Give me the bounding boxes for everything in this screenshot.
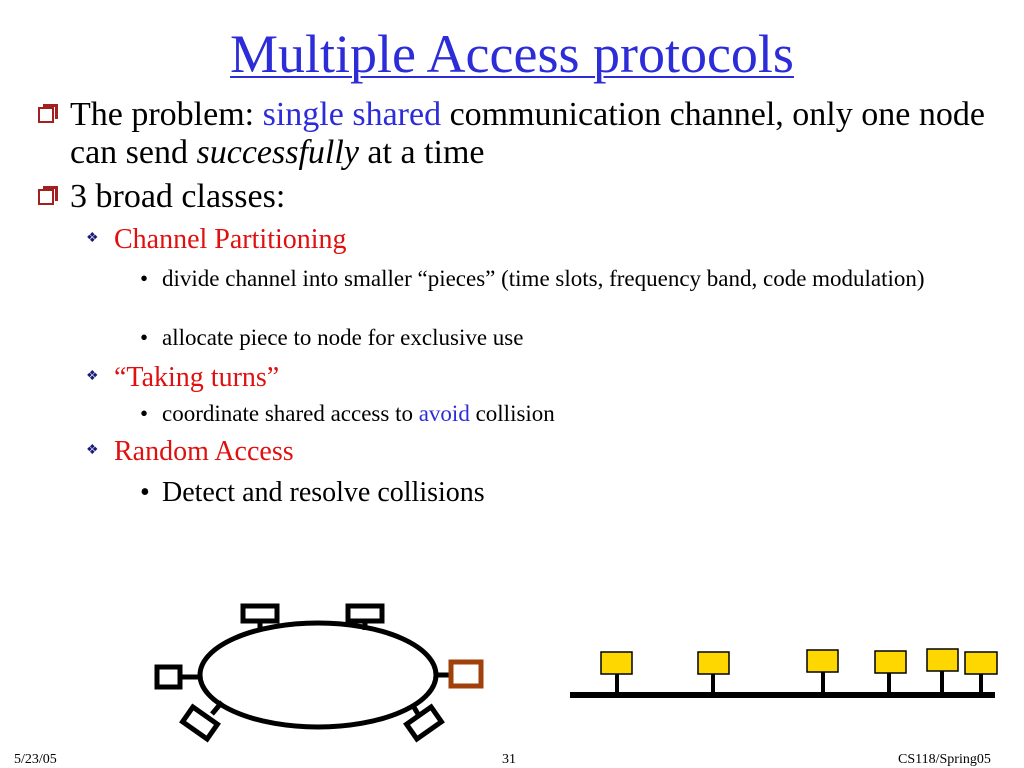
diamond-icon: ❖ [86,443,99,458]
item-suffix: collision [469,401,555,426]
class-name: Channel Partitioning [114,224,347,255]
dot-icon: • [140,266,149,291]
bus-node [926,648,959,672]
bullet-problem-text: The problem: single shared communication… [70,96,1000,172]
checkbox-icon [38,186,58,205]
problem-prefix: The problem: [70,96,263,133]
footer-date: 5/23/05 [14,752,57,767]
dot-icon: • [140,401,149,426]
diamond-icon: ❖ [86,369,99,384]
list-item-text: Detect and resolve collisions [162,477,485,508]
list-item-text: allocate piece to node for exclusive use [162,325,524,350]
dot-icon: • [140,477,150,508]
ring-node [240,603,280,624]
item-prefix: coordinate shared access to [162,401,419,426]
ring-node [179,703,221,743]
diamond-icon: ❖ [86,231,99,246]
list-item-text: coordinate shared access to avoid collis… [162,401,982,427]
class-name: “Taking turns” [114,362,280,393]
item-highlight: avoid [418,401,470,426]
ring-node [154,664,183,690]
bullet-classes-text: 3 broad classes: [70,178,286,215]
ring-link [210,700,224,716]
bus-network-diagram [570,648,998,698]
problem-highlight: single shared [262,96,442,133]
ring-link [409,702,421,716]
problem-suffix: at a time [358,134,485,171]
bus-node [964,651,998,675]
ring-node-highlighted [448,659,484,689]
bus-node [874,650,907,674]
ring-node [345,603,385,624]
bus-node [697,651,730,675]
ring-network-diagram [154,603,484,743]
bus-node [600,651,633,675]
footer-page-number: 31 [502,752,516,767]
slide-title: Multiple Access protocols [230,24,794,84]
list-item-text: divide channel into smaller “pieces” (ti… [162,266,925,291]
dot-icon: • [140,325,149,350]
network-diagrams [154,603,998,743]
problem-middle: communication channel, only one node can… [70,96,985,171]
bus-node [806,649,839,673]
ring-node [403,703,445,743]
problem-emphasis: successfully [196,134,359,171]
checkbox-icon [38,104,58,123]
ring-channel [197,620,439,730]
class-name: Random Access [114,436,294,467]
footer-course: CS118/Spring05 [898,752,991,767]
